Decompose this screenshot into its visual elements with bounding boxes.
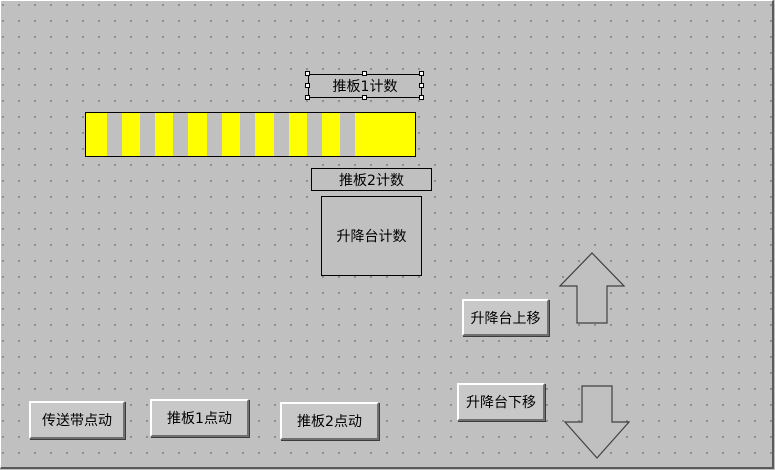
- lift-up-button-label: 升降台上移: [470, 310, 541, 327]
- lift-down-button-label: 升降台下移: [466, 395, 536, 411]
- pusher1-count-display[interactable]: 推板1计数: [308, 74, 422, 98]
- lift-count-label: 升降台计数: [336, 229, 407, 245]
- arrow-down-icon[interactable]: [564, 385, 630, 461]
- pusher2-jog-button-label: 推板2点动: [297, 414, 362, 430]
- arrow-up-icon[interactable]: [559, 252, 625, 326]
- pusher2-jog-button[interactable]: 推板2点动: [280, 402, 379, 440]
- conveyor-stripe: [86, 113, 107, 156]
- lift-down-button[interactable]: 升降台下移: [457, 383, 545, 421]
- conveyor-stripe: [122, 113, 140, 156]
- conveyor-stripe: [188, 113, 207, 156]
- selection-handle[interactable]: [362, 95, 367, 100]
- lift-count-display[interactable]: 升降台计数: [321, 196, 422, 276]
- selection-handle[interactable]: [419, 95, 424, 100]
- pusher1-jog-button[interactable]: 推板1点动: [150, 399, 249, 437]
- conveyor-belt: [85, 112, 416, 157]
- pusher2-count-display[interactable]: 推板2计数: [311, 168, 432, 191]
- conveyor-stripe: [322, 113, 340, 156]
- conveyor-stripe: [355, 113, 415, 156]
- pusher1-jog-button-label: 推板1点动: [167, 411, 232, 427]
- conveyor-jog-button-label: 传送带点动: [42, 413, 112, 429]
- lift-up-button[interactable]: 升降台上移: [462, 299, 549, 336]
- pusher1-count-label: 推板1计数: [332, 79, 398, 95]
- conveyor-jog-button[interactable]: 传送带点动: [29, 401, 125, 439]
- selection-handle[interactable]: [305, 71, 310, 76]
- selection-handle[interactable]: [362, 71, 367, 76]
- selection-handle[interactable]: [419, 71, 424, 76]
- conveyor-stripe: [155, 113, 173, 156]
- conveyor-stripe: [255, 113, 274, 156]
- selection-handle[interactable]: [305, 83, 310, 88]
- conveyor-stripe: [222, 113, 240, 156]
- conveyor-stripe: [289, 113, 307, 156]
- selection-handle[interactable]: [305, 95, 310, 100]
- selection-handle[interactable]: [419, 83, 424, 88]
- pusher2-count-label: 推板2计数: [339, 172, 404, 189]
